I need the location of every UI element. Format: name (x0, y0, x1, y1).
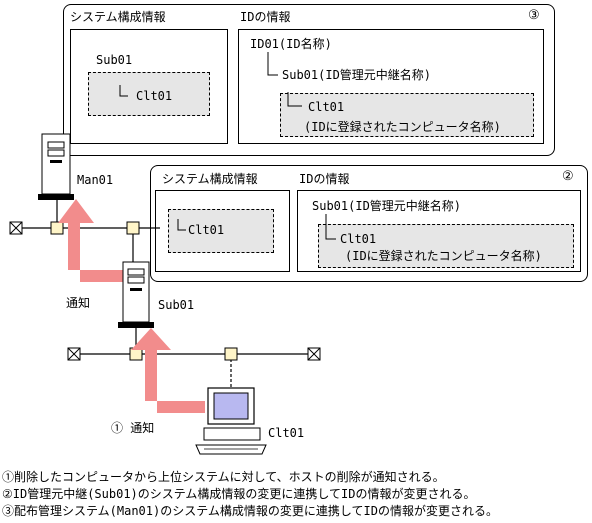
middle-box-number: ② (562, 169, 574, 184)
top-id-root: ID01(ID名称) (250, 37, 332, 51)
top-id-client-note: (IDに登録されたコンピュータ名称) (304, 120, 501, 134)
footnote-2: ②ID管理元中継(Sub01)のシステム構成情報の変更に連携してIDの情報が変更… (2, 487, 476, 501)
client-label: Clt01 (268, 426, 305, 440)
top-system-title: システム構成情報 (70, 10, 166, 24)
footnote-1: ①削除したコンピュータから上位システムに対して、ホストの削除が通知される。 (2, 470, 445, 484)
top-id-client-box (280, 93, 534, 137)
lower-notify-label: ① 通知 (111, 421, 155, 435)
top-id-title: IDの情報 (240, 10, 291, 24)
middle-id-client-note: (IDに登録されたコンピュータ名称) (345, 249, 542, 263)
top-system-child: Clt01 (136, 89, 173, 103)
top-id-relay: Sub01(ID管理元中継名称) (282, 68, 432, 82)
middle-id-client: Clt01 (340, 232, 377, 246)
middle-system-child-box (168, 209, 274, 253)
lower-notify-arrow (131, 328, 205, 413)
middle-id-relay: Sub01(ID管理元中継名称) (312, 199, 462, 213)
manager-label: Man01 (77, 173, 114, 187)
upper-notify-arrow (58, 199, 125, 282)
relay-server-icon (118, 261, 154, 328)
top-id-client: Clt01 (308, 100, 345, 114)
footnote-3: ③配布管理システム(Man01)のシステム構成情報の変更に連携してIDの情報が変… (2, 504, 498, 518)
middle-id-client-box (318, 224, 574, 268)
top-box-number: ③ (528, 8, 540, 23)
client-pc-icon (195, 387, 267, 455)
middle-id-title: IDの情報 (299, 172, 350, 186)
middle-system-title: システム構成情報 (162, 172, 258, 186)
top-system-child-box (88, 72, 210, 116)
top-system-parent: Sub01 (96, 53, 133, 67)
relay-label: Sub01 (158, 298, 195, 312)
upper-notify-label: 通知 (66, 296, 91, 310)
middle-system-child: Clt01 (188, 223, 225, 237)
